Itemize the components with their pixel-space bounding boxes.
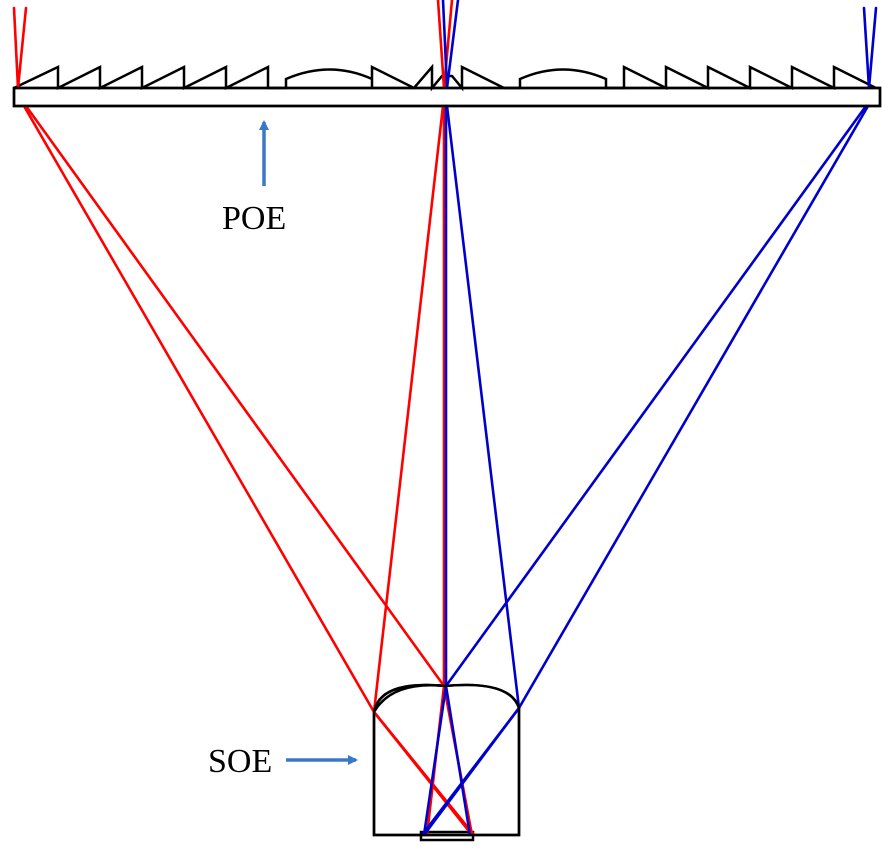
red-ray (16, 6, 28, 90)
blue-ray (422, 684, 448, 837)
red-ray-bundle (12, 0, 476, 837)
blue-ray (444, 104, 868, 688)
blue-ray (441, 0, 449, 90)
blue-ray (445, 104, 521, 710)
red-ray (436, 0, 446, 90)
soe-housing-overlay (372, 683, 521, 837)
red-ray (372, 710, 474, 837)
blue-ray (517, 104, 870, 710)
blue-ray (867, 6, 878, 90)
soe-dome-join (372, 684, 446, 713)
poe-base-plate-overlay (12, 86, 882, 108)
red-ray (24, 104, 446, 688)
blue-ray (444, 684, 472, 837)
blue-ray (422, 706, 521, 837)
soe-housing (372, 683, 521, 837)
blue-ray (445, 0, 460, 90)
red-ray (372, 104, 445, 714)
poe-label: POE (222, 200, 286, 237)
blue-ray-bundle (420, 0, 878, 837)
red-ray (12, 6, 20, 90)
poe-base-plate (12, 86, 882, 108)
soe-element (372, 683, 521, 842)
soe-label: SOE (208, 743, 272, 780)
blue-ray (862, 6, 871, 90)
red-ray (22, 104, 376, 714)
